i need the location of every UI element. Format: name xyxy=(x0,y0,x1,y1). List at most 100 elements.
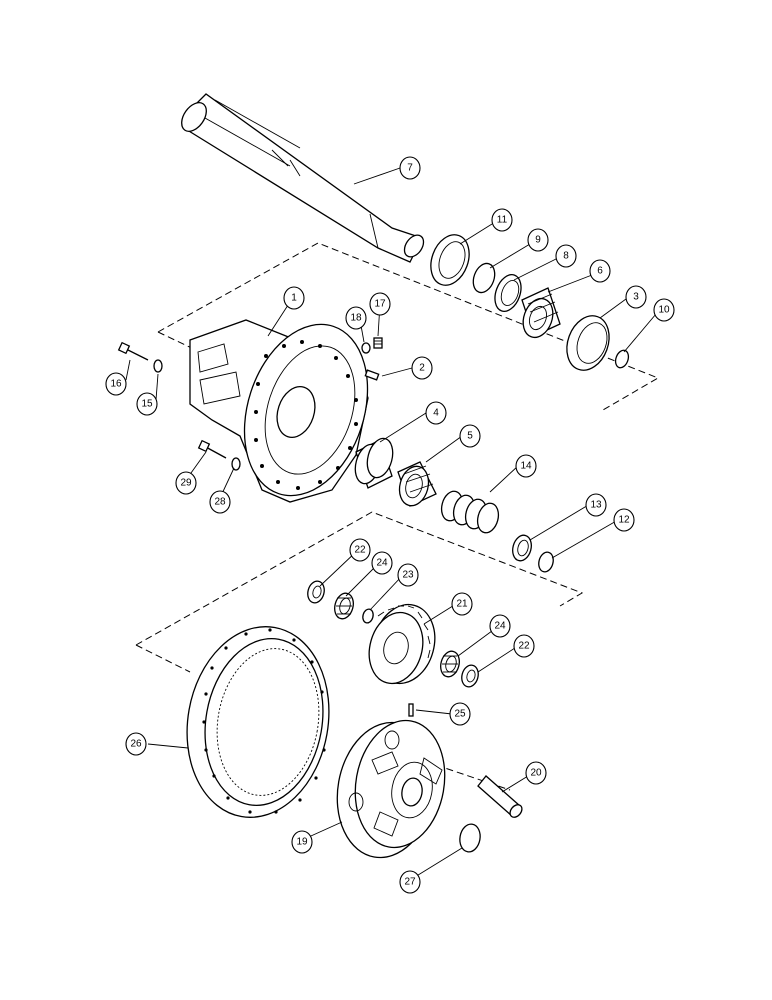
callout-24: 24 xyxy=(371,551,393,575)
callout-bubble xyxy=(399,870,421,894)
callout-number: 8 xyxy=(563,251,569,262)
planet-gear[interactable] xyxy=(362,598,444,691)
callout-number: 5 xyxy=(467,431,473,442)
callout-bubble xyxy=(525,761,547,785)
callout-bubble xyxy=(555,244,577,268)
axle-shaft[interactable] xyxy=(177,93,428,263)
breather-washer[interactable] xyxy=(361,342,371,354)
callout-bubble xyxy=(345,306,367,330)
callout-bubble xyxy=(449,702,471,726)
callout-22: 22 xyxy=(513,634,535,658)
callout-bubble xyxy=(589,259,611,283)
callout-number: 28 xyxy=(214,497,226,508)
callout-bubble xyxy=(105,372,127,396)
planet-carrier[interactable] xyxy=(327,713,455,865)
callout-9: 9 xyxy=(527,228,549,252)
callout-number: 24 xyxy=(494,621,506,632)
spacer[interactable] xyxy=(361,608,374,624)
callout-18: 18 xyxy=(345,306,367,330)
assembly-boundary-lower xyxy=(135,511,584,791)
callout-bubble xyxy=(513,634,535,658)
callout-13: 13 xyxy=(585,493,607,517)
callout-number: 26 xyxy=(130,739,142,750)
callout-bubble xyxy=(349,538,371,562)
callout-bubble xyxy=(399,156,421,180)
callout-layer: 1234567891011121314151617181920212222232… xyxy=(105,156,675,894)
callout-27: 27 xyxy=(399,870,421,894)
callout-number: 15 xyxy=(141,399,153,410)
washer-upper[interactable] xyxy=(153,359,163,373)
bearing-cup-large[interactable] xyxy=(560,310,617,376)
callout-6: 6 xyxy=(589,259,611,283)
bolt-upper[interactable] xyxy=(117,341,149,361)
needle-bearing-right[interactable] xyxy=(438,649,462,679)
carrier-snap-ring[interactable] xyxy=(458,822,483,853)
callout-number: 23 xyxy=(402,570,414,581)
ring-gear[interactable] xyxy=(172,615,343,828)
roll-pin[interactable] xyxy=(408,703,414,717)
callout-number: 9 xyxy=(535,235,541,246)
planetary-housing[interactable] xyxy=(189,308,388,511)
breather[interactable] xyxy=(373,337,383,349)
callout-number: 25 xyxy=(454,709,466,720)
bearing-cone-lower[interactable] xyxy=(395,461,437,509)
snap-ring[interactable] xyxy=(469,260,498,295)
callout-number: 19 xyxy=(296,837,308,848)
shim-set[interactable] xyxy=(438,489,501,535)
planet-thrust-washer-right[interactable] xyxy=(459,663,480,688)
callout-number: 4 xyxy=(433,408,439,419)
callout-bubble xyxy=(209,490,231,514)
planet-thrust-washer-left[interactable] xyxy=(305,579,326,604)
callout-11: 11 xyxy=(491,208,513,232)
seal[interactable] xyxy=(424,229,476,290)
snap-ring-small[interactable] xyxy=(537,551,556,574)
callout-10: 10 xyxy=(653,298,675,322)
callout-bubble xyxy=(136,392,158,416)
callout-number: 20 xyxy=(530,768,542,779)
callout-number: 17 xyxy=(374,299,386,310)
callout-bubble xyxy=(451,592,473,616)
callout-bubble xyxy=(625,285,647,309)
callout-bubble xyxy=(527,228,549,252)
callout-number: 27 xyxy=(404,877,416,888)
callout-bubble xyxy=(371,551,393,575)
plug[interactable] xyxy=(364,369,380,381)
callout-2: 2 xyxy=(411,356,433,380)
callout-29: 29 xyxy=(175,471,197,495)
leader-lines xyxy=(125,167,657,881)
callout-20: 20 xyxy=(525,761,547,785)
bearing-cup-lower[interactable] xyxy=(351,436,397,489)
callout-number: 22 xyxy=(354,545,366,556)
needle-bearing-left[interactable] xyxy=(332,591,356,621)
bearing-cone-upper[interactable] xyxy=(518,287,561,342)
callout-22: 22 xyxy=(349,538,371,562)
thrust-washer[interactable] xyxy=(510,533,534,563)
callout-number: 2 xyxy=(419,363,425,374)
bearing-cup-upper[interactable] xyxy=(490,271,526,315)
callout-5: 5 xyxy=(459,424,481,448)
callout-14: 14 xyxy=(515,454,537,478)
callout-8: 8 xyxy=(555,244,577,268)
callout-bubble xyxy=(515,454,537,478)
callout-24: 24 xyxy=(489,614,511,638)
bolt-lower[interactable] xyxy=(197,439,227,459)
callout-bubble xyxy=(175,471,197,495)
callout-bubble xyxy=(425,401,447,425)
callout-number: 21 xyxy=(456,599,468,610)
callout-23: 23 xyxy=(397,563,419,587)
callout-number: 3 xyxy=(633,292,639,303)
callout-12: 12 xyxy=(613,508,635,532)
callout-bubble xyxy=(613,508,635,532)
callout-number: 6 xyxy=(597,266,603,277)
washer-lower[interactable] xyxy=(231,457,241,471)
callout-bubble xyxy=(397,563,419,587)
callout-number: 7 xyxy=(407,163,413,174)
callout-17: 17 xyxy=(369,292,391,316)
callout-bubble xyxy=(125,732,147,756)
o-ring[interactable] xyxy=(613,348,630,369)
callout-number: 22 xyxy=(518,641,530,652)
callout-number: 10 xyxy=(658,305,670,316)
planet-pin[interactable] xyxy=(477,775,524,820)
